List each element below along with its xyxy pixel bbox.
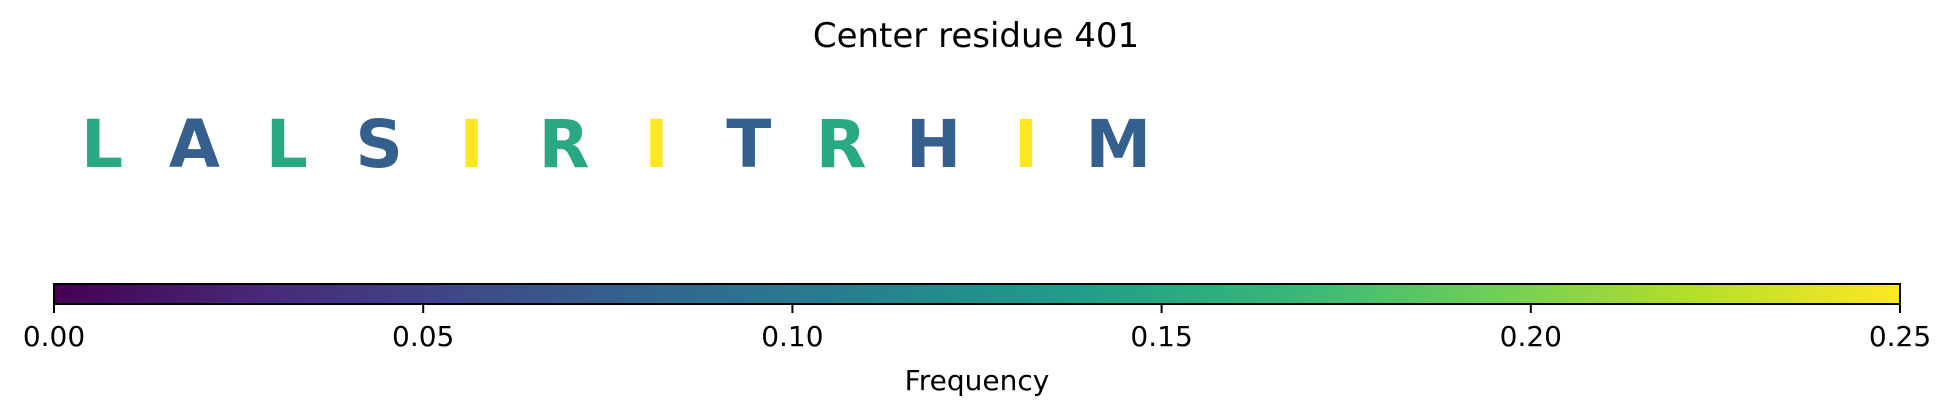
colorbar-tick-label: 0.10 — [761, 320, 823, 353]
colorbar-tick-label: 0.15 — [1130, 320, 1192, 353]
residue-letter: H — [906, 106, 961, 183]
residue-letter: L — [266, 106, 308, 183]
residue-letter: I — [1014, 106, 1039, 183]
colorbar-tick-label: 0.20 — [1500, 320, 1562, 353]
colorbar-tick-label: 0.00 — [23, 320, 85, 353]
colorbar-label: Frequency — [905, 364, 1050, 397]
residue-letter: A — [169, 106, 220, 183]
colorbar — [53, 283, 1901, 305]
residue-letter: R — [539, 106, 590, 183]
residue-letter: R — [816, 106, 867, 183]
residue-letter: I — [644, 106, 669, 183]
residue-letter: L — [81, 106, 123, 183]
colorbar-tick-label: 0.05 — [392, 320, 454, 353]
residue-letter: T — [726, 106, 771, 183]
colorbar-ticks: 0.00 0.05 0.10 0.15 0.20 0.25 — [23, 304, 1931, 353]
colorbar-tick-label: 0.25 — [1869, 320, 1931, 353]
residue-letter: I — [459, 106, 484, 183]
residue-letter: M — [1086, 106, 1152, 183]
residue-letter: S — [355, 106, 403, 183]
chart-title: Center residue 401 — [813, 16, 1139, 56]
